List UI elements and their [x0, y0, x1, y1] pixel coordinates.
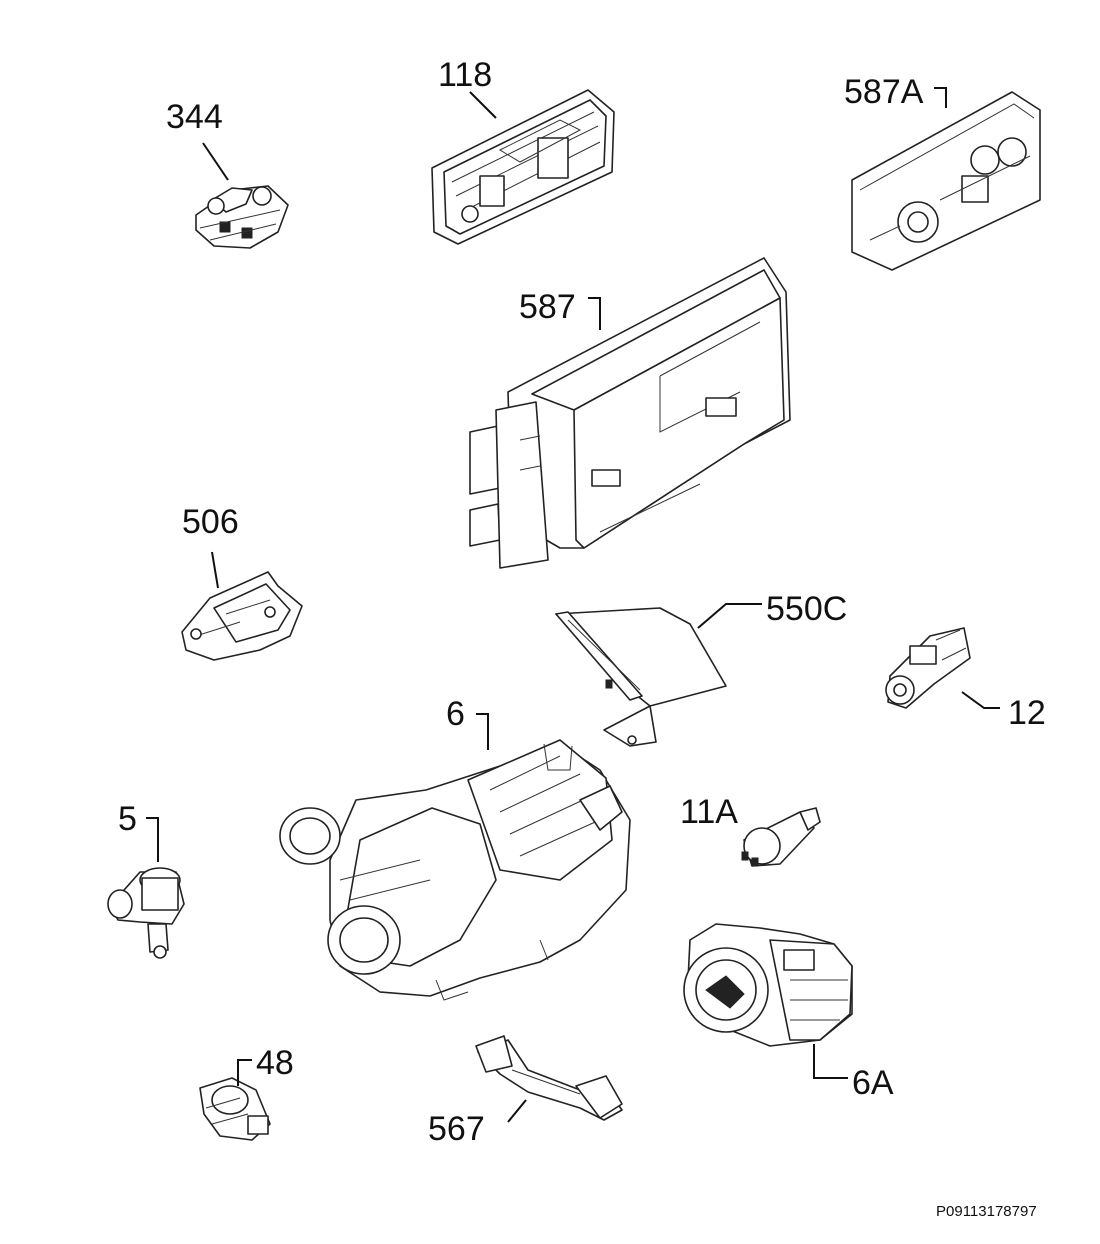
label-587a: 587A: [844, 73, 924, 111]
leader-48: [237, 1059, 252, 1086]
part-567-bracket: [475, 1035, 623, 1121]
part-344-connector: [195, 185, 289, 249]
part-48-sensor: [199, 1077, 271, 1141]
part-550c-cover: [555, 607, 727, 747]
leader-6: [476, 713, 489, 750]
part-587a-selector-module: [851, 91, 1041, 271]
part-11a-capacitor: [741, 807, 821, 867]
leader-550c: [697, 603, 762, 629]
leader-344: [202, 142, 229, 181]
part-587-main-module: [469, 257, 791, 569]
label-567: 567: [428, 1110, 485, 1148]
label-6: 6: [446, 695, 465, 733]
label-6a: 6A: [852, 1064, 894, 1102]
label-12: 12: [1008, 694, 1046, 732]
part-506-clip: [181, 571, 303, 661]
part-118-control-board: [431, 89, 615, 245]
label-587: 587: [519, 288, 576, 326]
label-506: 506: [182, 503, 239, 541]
label-5: 5: [118, 800, 137, 838]
leader-5: [146, 817, 159, 862]
part-5-valve: [107, 867, 185, 959]
part-12-sensor: [885, 627, 971, 709]
label-11a: 11A: [680, 793, 738, 831]
leader-6a: [813, 1044, 848, 1079]
leader-118: [469, 91, 497, 119]
label-118: 118: [438, 56, 492, 94]
leader-506: [211, 551, 219, 589]
leader-567: [507, 1099, 527, 1123]
part-6-pump-heater: [279, 739, 631, 1001]
leader-587: [588, 297, 601, 330]
part-6a-drain-pump: [683, 923, 853, 1047]
leader-587a: [934, 87, 947, 108]
label-344: 344: [166, 98, 223, 136]
label-48: 48: [256, 1044, 294, 1082]
label-550c: 550C: [766, 590, 847, 628]
drawing-code: P09113178797: [936, 1203, 1037, 1220]
leader-12: [961, 691, 1000, 709]
